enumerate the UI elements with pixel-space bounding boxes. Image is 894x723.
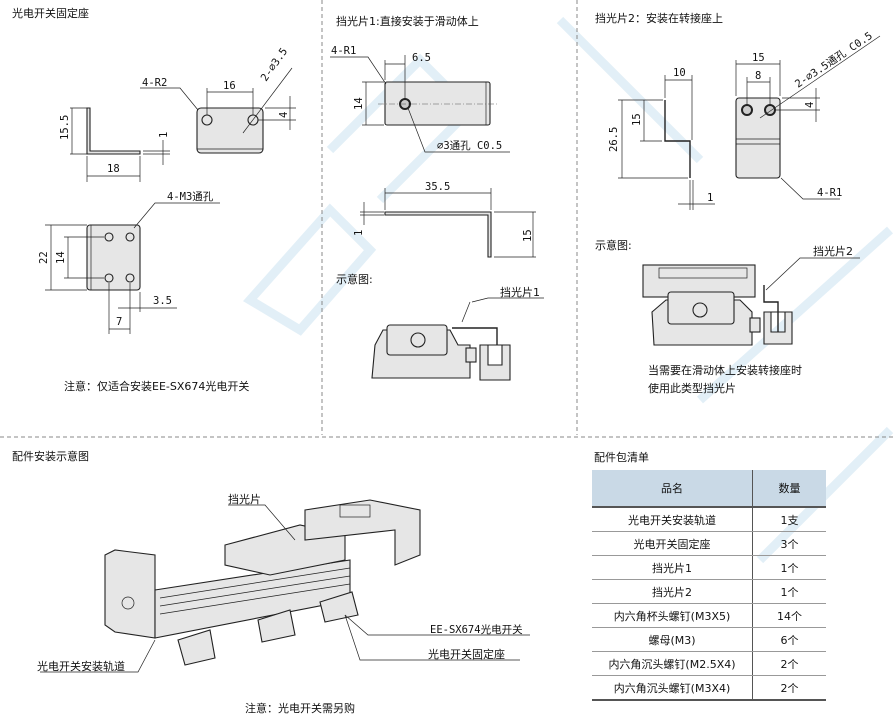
dim-4-r1: 4-R1: [817, 187, 842, 199]
cell-qty: 6个: [752, 627, 826, 652]
cell-qty: 1支: [752, 507, 826, 532]
dim-14: 14: [55, 251, 67, 264]
parts-list-title: 配件包清单: [594, 451, 649, 464]
section3-schematic-label: 示意图:: [595, 238, 632, 252]
shutter1-side-view: 35.5 1 15: [353, 181, 536, 258]
dim-1: 1: [353, 230, 365, 236]
cell-name: 挡光片1: [592, 555, 753, 580]
assembly-drawing: [40, 499, 530, 673]
dim-35-5: 35.5: [425, 181, 450, 193]
bracket-bottom-view: 22 14 3.5 7 4-M3通孔: [38, 190, 220, 334]
dim-1: 1: [158, 132, 170, 138]
dim-7: 7: [116, 316, 122, 328]
section2-title: 挡光片1:直接安装于滑动体上: [336, 14, 479, 28]
dim-26-5: 26.5: [608, 127, 620, 152]
cell-qty: 2个: [752, 675, 826, 701]
cell-name: 挡光片2: [592, 579, 753, 604]
section3-caption-line1: 当需要在滑动体上安装转接座时: [648, 363, 802, 377]
label-shutter: 挡光片: [228, 492, 261, 506]
table-row: 内六角沉头螺钉(M2.5X4)2个: [592, 651, 826, 676]
assembly-note: 注意：光电开关需另购: [245, 701, 355, 715]
table-row: 内六角杯头螺钉(M3X5)14个: [592, 603, 826, 628]
section3-title: 挡光片2：安装在转接座上: [595, 11, 723, 25]
bracket-side-view: 15.5 18 1: [59, 107, 170, 182]
table-row: 内六角沉头螺钉(M3X4)2个: [592, 675, 826, 701]
dim-3-5: 3.5: [153, 295, 172, 307]
shutter1-top-view: 6.5 4-R1 14 ⌀3通孔 C0.5: [330, 45, 510, 153]
shutter2-front-view: 15 8 2-⌀3.5通孔 C0.5 4 4-R1: [735, 29, 881, 200]
cell-name: 光电开关固定座: [592, 531, 753, 556]
dim-8: 8: [755, 70, 761, 82]
dim-14: 14: [353, 97, 365, 110]
header-name: 品名: [592, 470, 753, 508]
dim-hole-3-5: 2-⌀3.5通孔 C0.5: [792, 29, 874, 90]
dim-10: 10: [673, 67, 686, 79]
dim-22: 22: [38, 251, 50, 264]
shutter2-side-view: 10 26.5 15 1: [608, 67, 715, 210]
cell-name: 内六角沉头螺钉(M2.5X4): [592, 651, 753, 676]
shutter1-schematic: 挡光片1: [371, 285, 544, 381]
dim-hole-3: ⌀3通孔 C0.5: [437, 139, 502, 152]
cell-name: 内六角杯头螺钉(M3X5): [592, 603, 753, 628]
dim-4-r2: 4-R2: [142, 77, 167, 89]
dim-15-vertical: 15: [631, 113, 643, 126]
cell-qty: 2个: [752, 651, 826, 676]
dim-15-5: 15.5: [59, 115, 71, 140]
section3-caption-line2: 使用此类型挡光片: [648, 381, 736, 395]
section2-schematic-label: 示意图:: [336, 272, 373, 286]
dim-4: 4: [278, 112, 290, 118]
cell-name: 螺母(M3): [592, 627, 753, 652]
cell-qty: 3个: [752, 531, 826, 556]
assembly-title: 配件安装示意图: [12, 449, 89, 463]
dim-15-width: 15: [752, 52, 765, 64]
dim-15: 15: [522, 229, 534, 242]
section1-note: 注意：仅适合安装EE-SX674光电开关: [64, 379, 249, 393]
shutter2-schematic: 挡光片2: [642, 244, 860, 346]
cell-name: 光电开关安装轨道: [592, 507, 753, 532]
dim-16: 16: [223, 80, 236, 92]
cell-qty: 1个: [752, 555, 826, 580]
label-mount: 光电开关固定座: [428, 647, 505, 661]
dim-4: 4: [804, 102, 816, 108]
label-rail: 光电开关安装轨道: [37, 659, 125, 673]
dim-m3-holes: 4-M3通孔: [167, 190, 214, 203]
cell-qty: 1个: [752, 579, 826, 604]
shutter1-label: 挡光片1: [500, 285, 540, 299]
label-sensor: EE-SX674光电开关: [430, 623, 523, 636]
dim-1: 1: [707, 192, 713, 204]
dim-hole-3-5: 2-⌀3.5: [259, 46, 291, 84]
cell-name: 内六角沉头螺钉(M3X4): [592, 675, 753, 701]
dim-4-r1: 4-R1: [331, 45, 356, 57]
section1-title: 光电开关固定座: [12, 6, 89, 20]
shutter2-label: 挡光片2: [813, 244, 853, 258]
header-qty: 数量: [752, 470, 826, 508]
cell-qty: 14个: [752, 603, 826, 628]
dim-18: 18: [107, 163, 120, 175]
table-row: 螺母(M3)6个: [592, 627, 826, 652]
dim-6-5: 6.5: [412, 52, 431, 64]
